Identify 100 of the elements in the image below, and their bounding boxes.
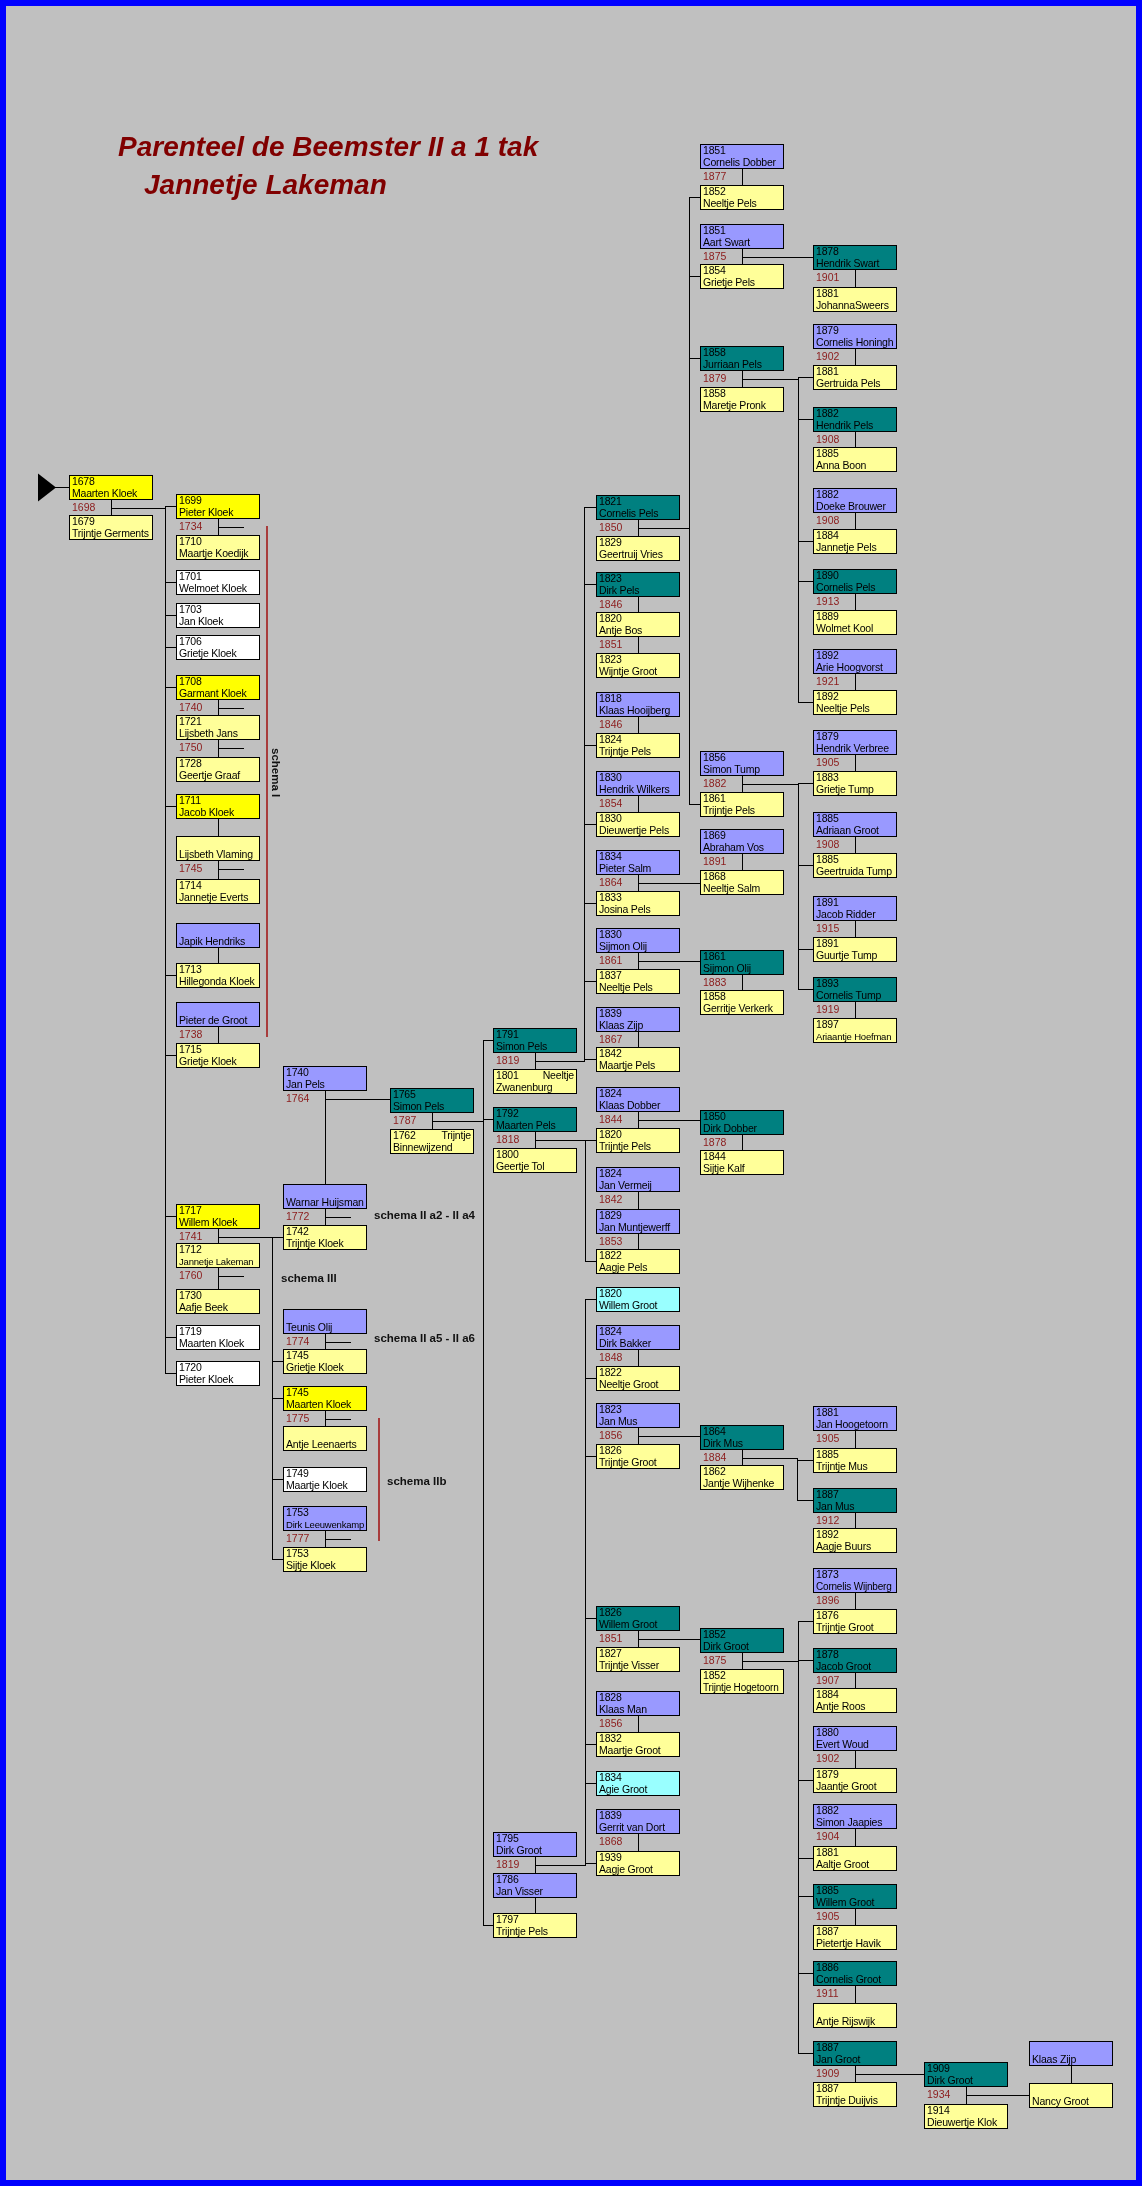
person-name: Grietje Kloek (179, 647, 238, 659)
birth-year: 1891 (816, 897, 840, 909)
marriage-year: 1934 (927, 2088, 951, 2100)
descent-line (741, 248, 814, 258)
person-name: Cornelis Wijnberg (816, 1580, 893, 1592)
birth-year: 1679 (72, 516, 96, 528)
person-box (596, 1167, 680, 1192)
birth-year: 1786 (496, 1874, 520, 1886)
person-box (813, 1406, 897, 1431)
person-box (813, 569, 897, 594)
marriage-year: 1772 (286, 1210, 310, 1222)
descent-line (741, 775, 814, 990)
birth-year: 1745 (286, 1387, 310, 1399)
person-name: Sijtje Kloek (286, 1559, 337, 1571)
marriage-year: 1819 (496, 1054, 520, 1066)
marriage-year: 1745 (179, 862, 203, 874)
spouse-line (854, 920, 856, 938)
birth-year: 1889 (816, 611, 840, 623)
spouse-line (854, 1672, 856, 1689)
person-name: Maarten Pels (496, 1119, 557, 1131)
person-name: Trijntje Germents (72, 527, 150, 539)
person-box (700, 751, 784, 776)
person-box (700, 1150, 784, 1175)
person-box (283, 1547, 367, 1572)
person-name: Anna Boon (816, 459, 868, 471)
person-name: Hillegonda Kloek (179, 975, 256, 987)
birth-year: 1824 (599, 1088, 623, 1100)
person-box (283, 1225, 367, 1250)
person-name: Dirk Mus (703, 1437, 744, 1449)
marriage-year: 1908 (816, 514, 840, 526)
spouse-line (741, 853, 743, 871)
marriage-year: 1775 (286, 1412, 310, 1424)
birth-year: 1717 (179, 1205, 203, 1217)
person-box (596, 1647, 680, 1672)
spouse-line (854, 836, 856, 854)
person-box (69, 475, 153, 500)
birth-year: 1800 (496, 1149, 520, 1161)
marriage-year: 1883 (703, 976, 727, 988)
descent-line (741, 1449, 814, 1501)
person-name: Antje Bos (599, 624, 644, 636)
person-box (283, 1349, 367, 1374)
person-box (596, 1047, 680, 1072)
birth-year: 1854 (703, 265, 727, 277)
person-name: Maarten Kloek (286, 1398, 353, 1410)
person-box (813, 447, 897, 472)
person-name: Neeltje Salm (703, 882, 762, 894)
marriage-year: 1844 (599, 1113, 623, 1125)
descent-line (637, 874, 701, 884)
spouse-line (854, 1430, 856, 1449)
marriage-year: 1879 (703, 372, 727, 384)
birth-year: 1701 (179, 571, 203, 583)
marriage-year: 1819 (496, 1858, 520, 1870)
person-box (596, 733, 680, 758)
person-box (813, 1846, 897, 1871)
person-box (596, 1771, 680, 1796)
spouse-line (1070, 2065, 1072, 2084)
birth-year: 1753 (286, 1507, 310, 1519)
person-name: Evert Woud (816, 1738, 870, 1750)
schema-label: schema II a2 - II a4 (374, 1209, 475, 1221)
marriage-year: 1846 (599, 718, 623, 730)
person-box (596, 812, 680, 837)
person-box (813, 488, 897, 513)
person-box (596, 1444, 680, 1469)
marriage-year: 1787 (393, 1114, 417, 1126)
birth-year: 1708 (179, 676, 203, 688)
descent-line (854, 2065, 925, 2075)
person-name: Wolmet Kool (816, 622, 875, 634)
person-name: Jurriaan Pels (703, 358, 763, 370)
birth-year: 1878 (816, 246, 840, 258)
spouse-line (637, 716, 639, 734)
person-name: Maarten Kloek (179, 1337, 246, 1349)
marriage-year: 1853 (599, 1235, 623, 1247)
spouse-line (637, 1031, 639, 1048)
descent-line (534, 1131, 597, 1262)
person-name: Hendrik Wilkers (599, 783, 671, 795)
person-name: Cornelis Pels (599, 507, 660, 519)
person-name: Antje Roos (816, 1700, 867, 1712)
person-name: Klaas Man (599, 1703, 648, 1715)
person-box (813, 1528, 897, 1553)
person-box (596, 1851, 680, 1876)
person-name: Grietje Kloek (286, 1361, 345, 1373)
person-name: Arie Hoogvorst (816, 661, 884, 673)
birth-year: 1792 (496, 1108, 520, 1120)
birth-year: 1712 (179, 1244, 203, 1256)
descent-line (637, 1630, 701, 1640)
birth-year: 1830 (599, 772, 623, 784)
marriage-year: 1867 (599, 1033, 623, 1045)
birth-year: 1837 (599, 970, 623, 982)
birth-year: 1823 (599, 654, 623, 666)
birth-year: 1856 (703, 752, 727, 764)
person-name: Antje Leenaerts (286, 1438, 358, 1450)
birth-year: 1721 (179, 716, 203, 728)
person-name: Dieuwertje Klok (927, 2116, 998, 2128)
birth-year: 1713 (179, 964, 203, 976)
birth-year: 1714 (179, 880, 203, 892)
person-box (813, 730, 897, 755)
person-name: Welmoet Kloek (179, 582, 248, 594)
birth-year: 1882 (816, 489, 840, 501)
person-box (700, 144, 784, 169)
birth-year: 1828 (599, 1692, 623, 1704)
